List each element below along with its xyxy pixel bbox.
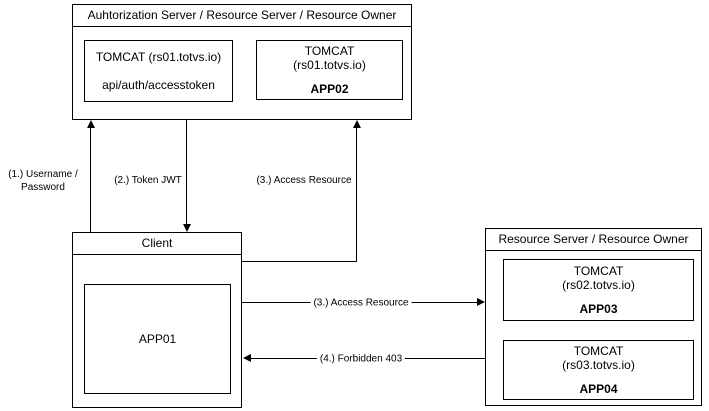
app01-box: APP01 [84, 284, 231, 394]
step3-resource-label: (3.) Access Resource [310, 296, 412, 310]
app02-label: APP02 [310, 82, 349, 96]
tomcat-app02-box: TOMCAT (rs01.totvs.io) APP02 [256, 40, 403, 100]
client-title: Client [73, 233, 241, 255]
step4-label: (4.) Forbidden 403 [316, 352, 406, 366]
token-endpoint: api/auth/accesstoken [102, 78, 215, 92]
tomcat-label: TOMCAT [573, 264, 624, 278]
step3-resource-arrowhead-right-icon [477, 298, 485, 306]
tomcat-app03-box: TOMCAT (rs02.totvs.io) APP03 [503, 259, 694, 321]
step3-auth-arrow-vline [356, 127, 357, 262]
step2-arrowhead-down-icon [183, 224, 191, 232]
step3-auth-arrow-hline [242, 261, 357, 262]
app01-label: APP01 [138, 332, 177, 346]
step1-label-line1: (1.) Username / [8, 169, 78, 180]
auth-server-box: Auhtorization Server / Resource Server /… [72, 4, 412, 120]
step1-arrow-line [90, 127, 91, 232]
app04-label: APP04 [579, 382, 618, 396]
tomcat-host: (rs02.totvs.io) [562, 278, 635, 292]
tomcat-rs01-token-box: TOMCAT (rs01.totvs.io) api/auth/accessto… [84, 40, 233, 102]
step1-label: (1.) Username / Password [3, 168, 83, 194]
step1-label-line2: Password [21, 182, 65, 193]
step2-label: (2.) Token JWT [114, 175, 182, 186]
step4-arrowhead-left-icon [243, 354, 251, 362]
step2-arrow-line [186, 120, 187, 225]
tomcat-host: (rs01.totvs.io) [293, 58, 366, 72]
auth-server-title: Auhtorization Server / Resource Server /… [73, 5, 411, 27]
resource-server-box: Resource Server / Resource Owner TOMCAT … [485, 228, 702, 406]
tomcat-label: TOMCAT [304, 44, 355, 58]
tomcat-label: TOMCAT [573, 344, 624, 358]
tomcat-rs01-host: TOMCAT (rs01.totvs.io) [95, 50, 222, 64]
tomcat-app04-box: TOMCAT (rs03.totvs.io) APP04 [503, 340, 694, 400]
step3-auth-arrowhead-up-icon [353, 120, 361, 128]
client-box: Client APP01 [72, 232, 242, 408]
step1-arrowhead-up-icon [87, 120, 95, 128]
tomcat-host: (rs03.totvs.io) [562, 358, 635, 372]
step3-auth-label: (3.) Access Resource [256, 175, 352, 186]
app03-label: APP03 [579, 302, 618, 316]
resource-server-title: Resource Server / Resource Owner [486, 229, 701, 251]
